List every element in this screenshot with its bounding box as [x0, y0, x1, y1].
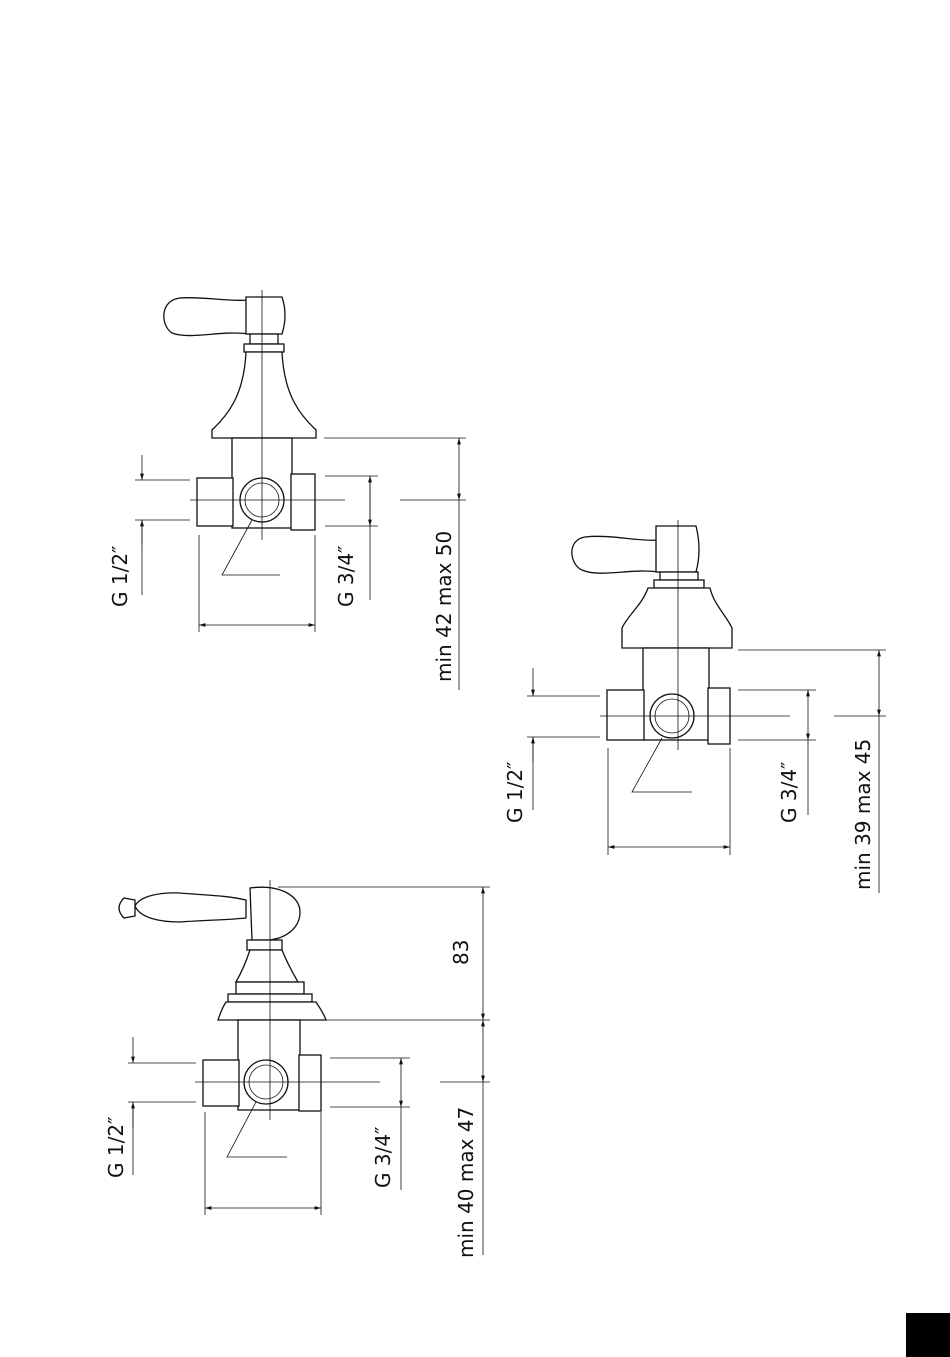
inlet-port: [607, 690, 644, 740]
lever-handle: [164, 298, 248, 336]
stem-collar: [250, 334, 278, 344]
inlet-port: [203, 1060, 239, 1106]
stem-collar: [247, 940, 282, 950]
valve-lever-top: G 1/2″ G 3/4″ min 42 max 50: [108, 290, 466, 690]
stem-bell: [236, 950, 298, 982]
handle-hub: [656, 526, 699, 572]
handle-hub: [246, 297, 285, 334]
label-height: 83: [449, 940, 473, 965]
outlet-port: [291, 474, 315, 530]
lever-handle: [572, 536, 658, 573]
valve-lever-right: G 1/2″ G 3/4″ min 39 max 45: [503, 520, 886, 893]
label-inlet: G 1/2″: [104, 1116, 128, 1178]
stem-collar-lower: [654, 580, 704, 588]
label-inlet: G 1/2″: [503, 761, 527, 823]
label-outlet: G 3/4″: [334, 545, 358, 607]
label-outlet: G 3/4″: [371, 1126, 395, 1188]
label-depth: min 42 max 50: [432, 531, 456, 682]
lever-handle: [135, 893, 246, 922]
stem-collar: [660, 572, 698, 580]
bell-cover: [212, 352, 316, 438]
escutcheon: [218, 1002, 326, 1020]
label-depth: min 39 max 45: [851, 739, 875, 890]
page-corner-mark: [906, 1313, 950, 1357]
stem-collar-lower: [244, 344, 284, 352]
lever-tip: [119, 898, 135, 918]
label-inlet: G 1/2″: [108, 545, 132, 607]
valve-classic-bottom: G 1/2″ G 3/4″ 83 min 40 max 47: [104, 880, 490, 1258]
handle-hub: [250, 887, 300, 940]
label-depth: min 40 max 47: [454, 1107, 478, 1258]
label-outlet: G 3/4″: [777, 761, 801, 823]
bell-cover: [622, 588, 732, 648]
inlet-port: [197, 478, 233, 526]
outlet-port: [299, 1055, 321, 1111]
